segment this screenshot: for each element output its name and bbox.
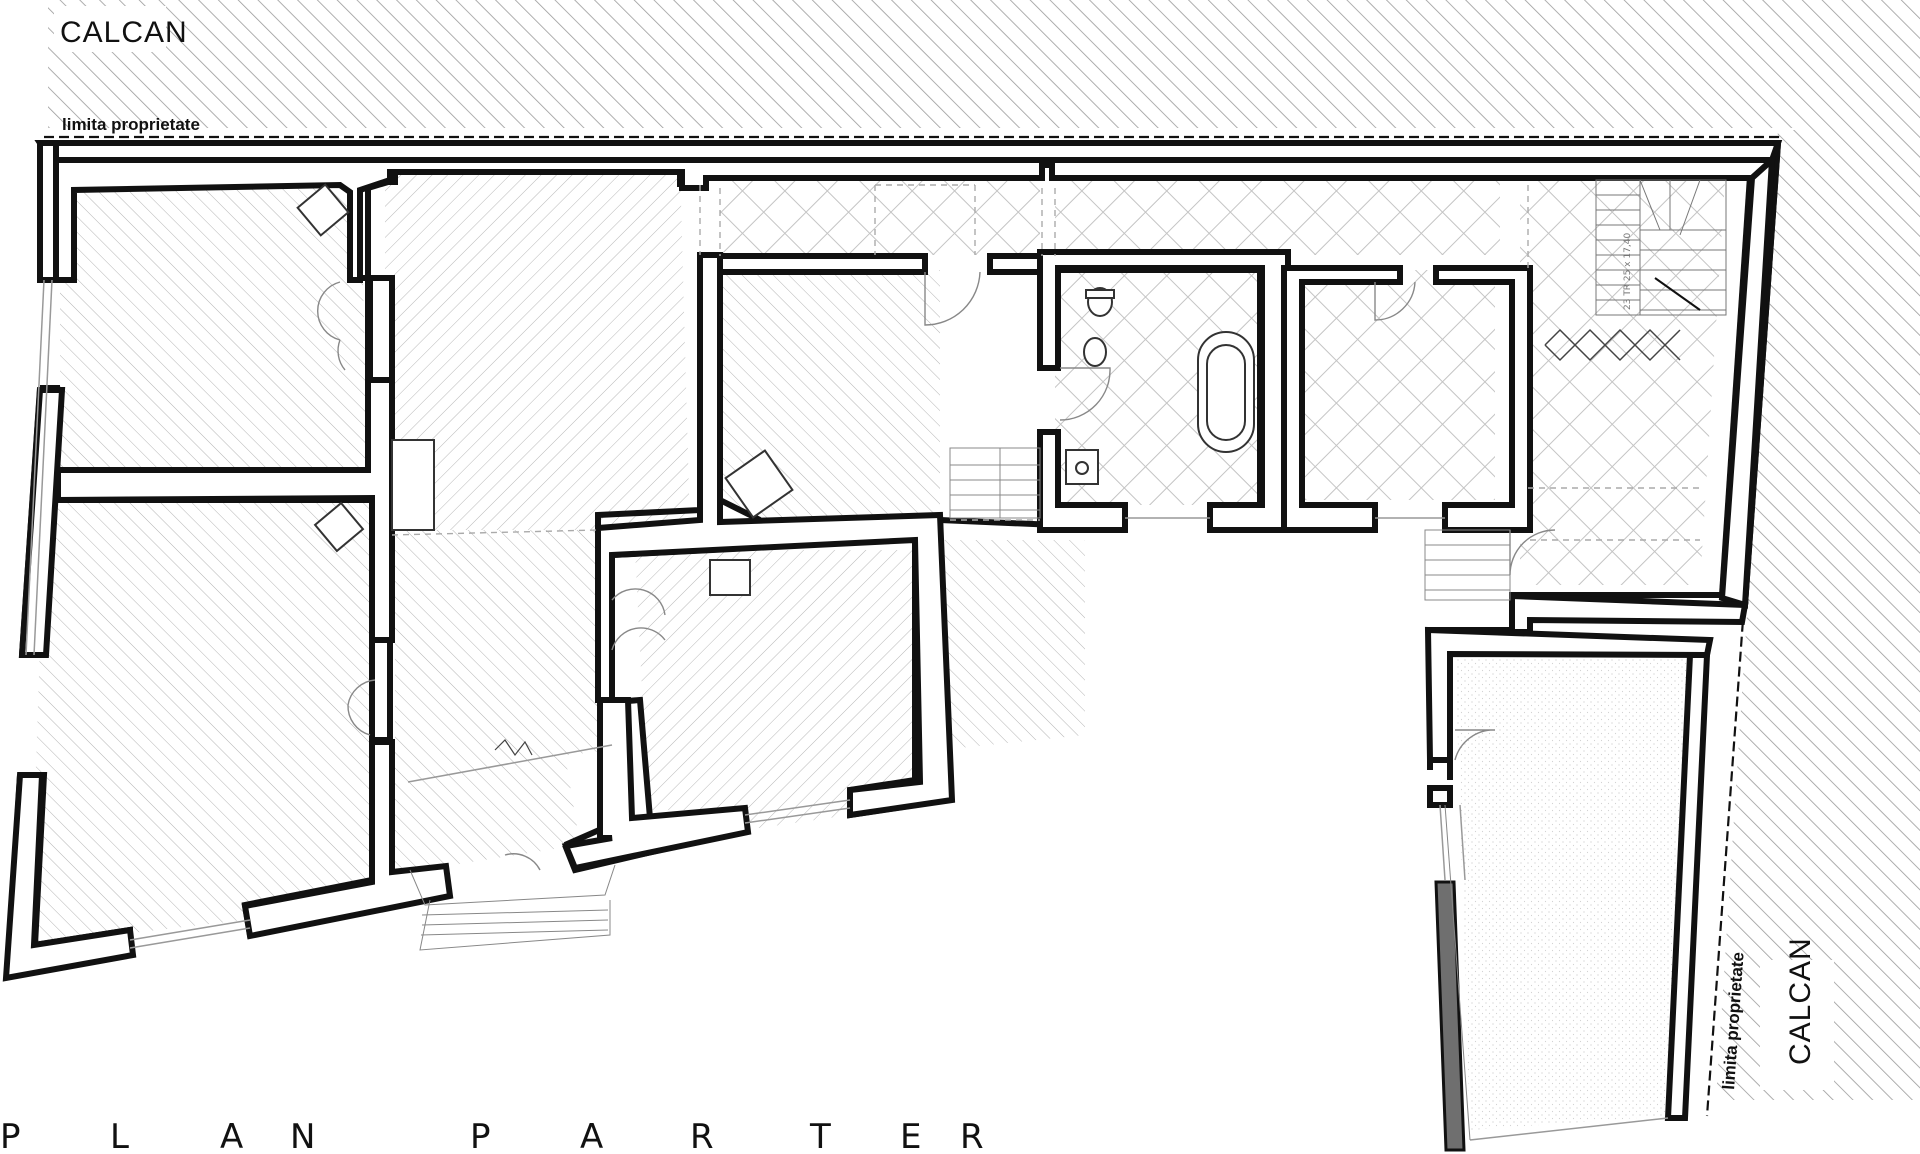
plan-title-letter: R	[960, 1117, 984, 1154]
plan-title-letter: R	[690, 1117, 714, 1154]
dashed-lines	[391, 184, 1700, 541]
limita-label-top: limita proprietate	[62, 115, 200, 134]
neighbor-hatch	[48, 0, 1920, 1100]
plan-title-letter: E	[900, 1117, 921, 1154]
calcan-label-top: CALCAN	[60, 16, 188, 49]
plan-title-letter: A	[580, 1117, 603, 1154]
plan-title-letter: P	[0, 1117, 21, 1154]
stove-icon	[296, 183, 350, 237]
stair-main	[1595, 179, 1727, 316]
windows	[25, 279, 1669, 1141]
floor-finishes	[30, 165, 1725, 1130]
plan-title-letter: P	[470, 1117, 491, 1154]
stair-secondary	[409, 447, 1511, 1141]
plan-title-letter: L	[110, 1117, 129, 1154]
plan-title-letter: N	[290, 1117, 315, 1154]
fireplace-icon	[391, 439, 435, 531]
plan-title-letter: T	[809, 1117, 831, 1154]
wall-segments	[2, 140, 1783, 1152]
property-limit-line	[44, 135, 1780, 1117]
stove-icon-2	[313, 501, 365, 553]
stove-icon-3	[724, 449, 794, 519]
bidet-icon	[1083, 337, 1107, 367]
bathroom-fixtures	[296, 183, 1681, 757]
stair-note: 23 TR 25 x 17,40	[1623, 233, 1633, 310]
calcan-label-right: CALCAN	[1784, 937, 1817, 1065]
plan-title-letter: A	[220, 1117, 243, 1154]
